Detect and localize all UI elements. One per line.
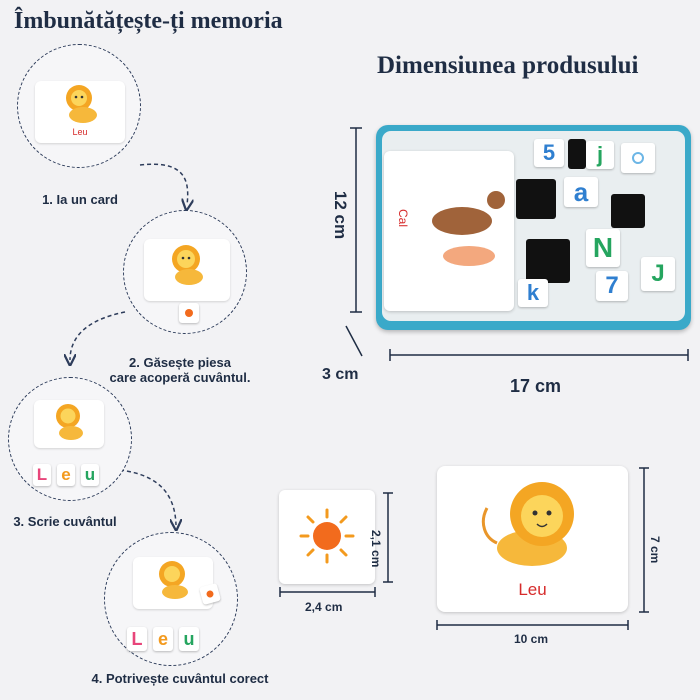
back-tile xyxy=(568,139,586,169)
step-2-label: 2. Găsește piesa care acoperă cuvântul. xyxy=(100,355,260,385)
tin-box: Cal 5 j a N k 7 J xyxy=(376,125,691,330)
depth-label: 3 cm xyxy=(322,366,359,383)
letter-tile-l: L xyxy=(127,627,147,651)
tile-height-label: 2,1 cm xyxy=(369,530,383,568)
dimensions-title: Dimensiunea produsului xyxy=(377,52,639,79)
step-1-label: 1. Ia un card xyxy=(42,192,118,207)
tile-N: N xyxy=(586,229,620,267)
lion-icon xyxy=(56,404,83,440)
lion-icon xyxy=(66,85,97,123)
height-label: 12 cm xyxy=(331,190,351,240)
width-label: 17 cm xyxy=(510,376,562,396)
tile-width-label: 2,4 cm xyxy=(305,600,343,614)
lion-card xyxy=(34,400,104,448)
letter-tile-u: u xyxy=(179,627,199,651)
back-tile xyxy=(516,179,556,219)
letter-tile-e: e xyxy=(153,627,173,651)
card-width-label: 10 cm xyxy=(514,632,549,646)
letter-tile-l: L xyxy=(33,464,51,486)
tile-k: k xyxy=(518,279,548,307)
sun-tile xyxy=(198,582,222,606)
tile-7: 7 xyxy=(596,271,628,301)
sun-tile xyxy=(179,303,199,323)
step-4-circle: L e u xyxy=(104,532,238,666)
back-tile xyxy=(611,194,645,228)
step-2-label-line2: care acoperă cuvântul. xyxy=(109,370,251,385)
snowflake-icon xyxy=(632,152,644,164)
memory-title: Îmbunătățește-ți memoria xyxy=(14,8,283,34)
card-height-label: 7 cm xyxy=(648,536,662,564)
step-2-label-line1: 2. Găsește piesa xyxy=(129,355,231,370)
snowflake-tile xyxy=(621,143,655,173)
lion-icon xyxy=(159,561,188,599)
lion-card xyxy=(144,239,230,301)
lion-icon xyxy=(481,482,574,566)
lion-card: Leu xyxy=(35,81,125,143)
step-3-circle: L e u xyxy=(8,377,132,501)
back-tile xyxy=(526,239,570,283)
card-word: Leu xyxy=(72,127,88,137)
tile-pile: 5 j a N k 7 J xyxy=(516,129,686,314)
tile-J: J xyxy=(641,257,675,291)
arrow-2-to-3 xyxy=(70,311,126,360)
sun-icon xyxy=(299,508,355,564)
step-3-label: 3. Scrie cuvântul xyxy=(13,514,117,529)
arrow-1-to-2 xyxy=(139,163,188,205)
sun-piece xyxy=(279,490,375,584)
letter-tile-u: u xyxy=(81,464,99,486)
sun-icon xyxy=(206,590,214,598)
step-4-label: 4. Potrivește cuvântul corect xyxy=(91,671,269,686)
tile-j: j xyxy=(586,141,614,169)
step-2-circle xyxy=(123,210,247,334)
sun-icon xyxy=(185,309,193,317)
letter-tile-e: e xyxy=(57,464,75,486)
lion-icon xyxy=(172,245,203,285)
tile-a: a xyxy=(564,177,598,207)
step-1-circle: Leu xyxy=(17,44,141,168)
arrow-3-to-4 xyxy=(119,469,176,525)
horse-card: Cal xyxy=(384,151,514,311)
card-word: Leu xyxy=(518,580,547,599)
lion-card-large: Leu xyxy=(437,466,628,612)
tile-5: 5 xyxy=(534,139,564,167)
horse-icon xyxy=(432,191,505,266)
lion-card xyxy=(133,557,213,609)
